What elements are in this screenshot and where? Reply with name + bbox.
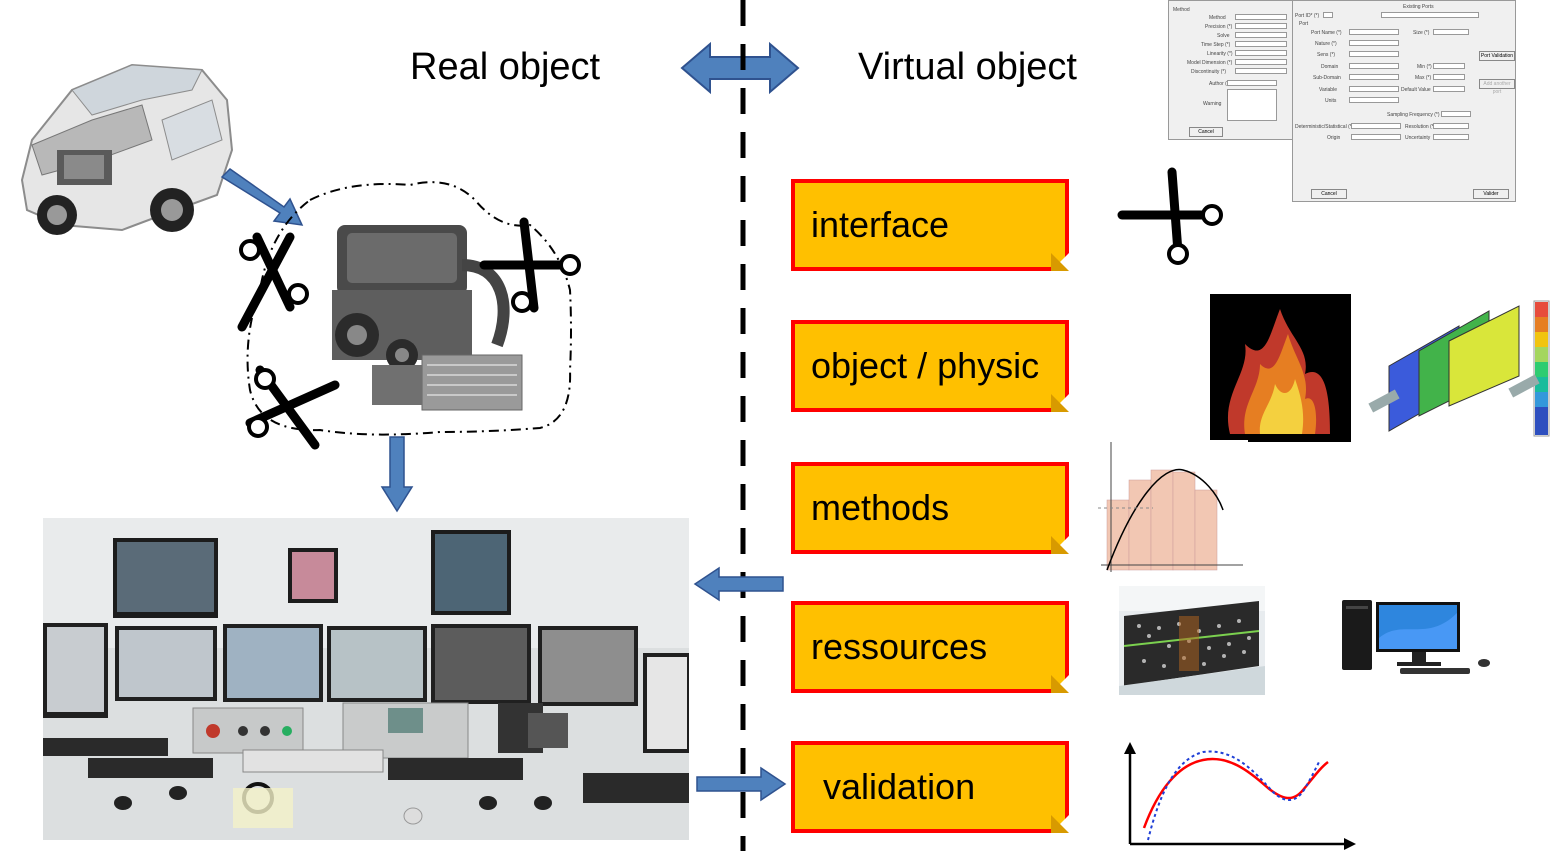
form-field — [1433, 29, 1469, 35]
form-label: Linearity (*) — [1207, 51, 1233, 57]
form-field — [1349, 40, 1399, 46]
form-field — [1433, 134, 1469, 140]
form-field — [1235, 68, 1287, 74]
form-label: Port ID* (*) — [1295, 13, 1320, 19]
cancel-button[interactable]: Cancel — [1311, 189, 1347, 199]
form-field — [1323, 12, 1333, 18]
form-field — [1349, 51, 1399, 57]
form-label: Sampling Frequency (*) — [1387, 112, 1440, 118]
form-label: Variable — [1319, 87, 1337, 93]
form-field — [1235, 50, 1287, 56]
desktop-computer-image — [1342, 598, 1492, 676]
form-label: Deterministic/Statistical (*) — [1295, 124, 1354, 130]
form-field — [1433, 86, 1465, 92]
scissors-icon — [245, 365, 340, 450]
form-select — [1381, 12, 1479, 18]
port-validation-button[interactable]: Port Validation — [1479, 51, 1515, 61]
port-form-right-screenshot: Existing Ports Port ID* (*) Port Port Na… — [1292, 0, 1516, 202]
scissors-icon — [479, 217, 581, 313]
form-label: Uncertainty — [1405, 135, 1431, 141]
validate-button[interactable]: Valider — [1473, 189, 1509, 199]
form-label: Sub-Domain — [1313, 75, 1341, 81]
note-label: methods — [811, 487, 950, 528]
form-field — [1349, 74, 1399, 80]
form-label: Domain — [1321, 64, 1339, 70]
form-field — [1235, 23, 1287, 29]
form-field — [1227, 80, 1277, 86]
fire-image — [1210, 294, 1351, 442]
double-arrow — [680, 41, 800, 95]
form-label: Precision (*) — [1205, 24, 1233, 30]
divider-dashed-line — [740, 0, 746, 851]
form-field — [1349, 86, 1399, 92]
form-field — [1235, 14, 1287, 20]
integral-diagram-image — [1093, 440, 1248, 575]
note-ressources: ressources — [791, 601, 1069, 693]
scissors-icon — [1117, 167, 1223, 265]
test-bench-control-room-image — [43, 518, 689, 840]
form-label: Resolution (*) — [1405, 124, 1436, 130]
form-label: Origin — [1327, 135, 1341, 141]
real-object-label: Real object — [410, 46, 601, 88]
supercomputer-image — [1119, 586, 1265, 695]
form-heading: Existing Ports — [1403, 4, 1434, 10]
form-label: Discontinuity (*) — [1191, 69, 1227, 75]
form-textarea — [1227, 89, 1277, 121]
note-methods: methods — [791, 462, 1069, 554]
note-label: interface — [811, 204, 950, 245]
form-field — [1349, 97, 1399, 103]
engine-image — [312, 205, 527, 425]
note-label: validation — [823, 766, 976, 807]
form-label: Warning — [1203, 101, 1222, 107]
form-field — [1235, 59, 1287, 65]
form-label: Sens (*) — [1317, 52, 1336, 58]
virtual-object-label: Virtual object — [858, 46, 1077, 88]
form-label: Method — [1209, 15, 1226, 21]
form-field — [1441, 111, 1471, 117]
form-heading: Method — [1173, 7, 1190, 13]
arrow-bench-to-validation — [696, 766, 787, 802]
form-label: Size (*) — [1413, 30, 1430, 36]
scissors-icon — [237, 232, 309, 332]
note-validation: validation — [791, 741, 1069, 833]
note-object-physic: object / physic — [791, 320, 1069, 412]
form-field — [1433, 123, 1469, 129]
form-field — [1433, 74, 1465, 80]
form-label: Units — [1325, 98, 1337, 104]
form-field — [1349, 29, 1399, 35]
form-field — [1351, 134, 1401, 140]
cancel-button[interactable]: Cancel — [1189, 127, 1223, 137]
heat-exchanger-simulation-image — [1359, 296, 1559, 442]
form-label: Time Step (*) — [1201, 42, 1231, 48]
form-label: Port Name (*) — [1311, 30, 1342, 36]
model-form-left-screenshot: Method Method Precision (*) Solve Time S… — [1168, 0, 1296, 140]
arrow-methods-to-bench — [693, 566, 784, 602]
form-select — [1351, 123, 1401, 129]
form-label: Port — [1299, 21, 1309, 27]
form-field — [1433, 63, 1465, 69]
form-field — [1349, 63, 1399, 69]
note-label: object / physic — [811, 345, 1040, 386]
note-label: ressources — [811, 626, 988, 667]
form-label: Min (*) — [1417, 64, 1432, 70]
form-label: Solve — [1217, 33, 1230, 39]
form-label: Model Dimension (*) — [1187, 60, 1233, 66]
form-label: Default Value — [1401, 87, 1431, 93]
add-another-port-button[interactable]: Add another port — [1479, 79, 1515, 95]
arrow-engine-to-bench — [380, 436, 414, 513]
form-field — [1235, 41, 1287, 47]
form-label: Max (*) — [1415, 75, 1432, 81]
form-label: Author (*) — [1209, 81, 1231, 87]
form-field — [1235, 32, 1287, 38]
engine-boundary-outline — [246, 181, 572, 436]
form-label: Nature (*) — [1315, 41, 1337, 47]
validation-curve-image — [1108, 740, 1360, 851]
note-interface: interface — [791, 179, 1069, 271]
car-cutaway-image — [2, 30, 237, 250]
